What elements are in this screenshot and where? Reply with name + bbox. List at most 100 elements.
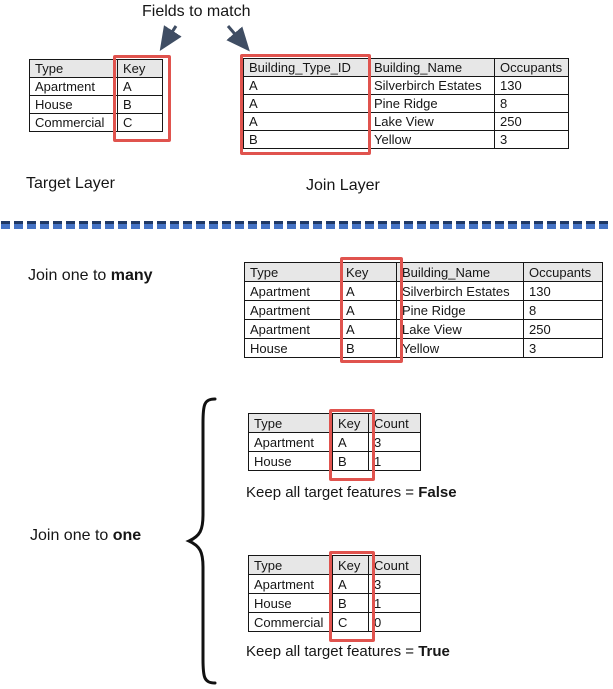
table-cell: 250 — [523, 319, 603, 339]
match-arrows — [159, 25, 250, 52]
table-cell: House — [29, 95, 118, 114]
table-cell: 0 — [368, 612, 421, 632]
arrow-left-icon — [159, 25, 182, 52]
true-case-caption-prefix: Keep all target features = — [246, 643, 419, 660]
column-header: Building_Name — [396, 262, 524, 282]
column-header: Occupants — [494, 58, 569, 77]
table-cell: Lake View — [368, 112, 495, 131]
table-cell: A — [340, 319, 397, 339]
column-header: Key — [340, 262, 397, 282]
table-cell: Silverbirch Estates — [368, 76, 495, 95]
table-cell: Yellow — [368, 130, 495, 149]
table-cell: A — [332, 432, 369, 452]
table-cell: Apartment — [244, 300, 341, 320]
section-divider — [1, 221, 610, 229]
column-header: Key — [332, 413, 369, 433]
table-cell: 3 — [523, 338, 603, 358]
table-cell: Apartment — [244, 319, 341, 339]
table-cell: Pine Ridge — [396, 300, 524, 320]
false-case-caption-prefix: Keep all target features = — [246, 484, 419, 501]
table-cell: A — [340, 300, 397, 320]
join-one-to-one-label-bold: one — [112, 527, 142, 544]
table-cell: 1 — [368, 451, 421, 471]
table-cell: 130 — [523, 281, 603, 301]
target-layer-caption: Target Layer — [26, 175, 115, 192]
join-one-to-many-label-bold: many — [110, 267, 153, 284]
join-one-to-many-label: Join one to many — [28, 267, 153, 285]
table-cell: 250 — [494, 112, 569, 131]
table-cell: B — [117, 95, 163, 114]
table-cell: B — [332, 593, 369, 613]
arrow-right-icon — [226, 25, 250, 52]
column-header: Type — [29, 59, 118, 78]
column-header: Building_Type_ID — [243, 58, 369, 77]
column-header: Type — [248, 413, 333, 433]
column-header: Key — [117, 59, 163, 78]
column-header: Count — [368, 555, 421, 575]
table-cell: B — [340, 338, 397, 358]
table-cell: A — [332, 574, 369, 594]
table-cell: House — [248, 593, 333, 613]
table-cell: 3 — [368, 432, 421, 452]
table-cell: Commercial — [248, 612, 333, 632]
table-cell: C — [332, 612, 369, 632]
table-cell: B — [332, 451, 369, 471]
join-one-to-one-label-prefix: Join one to — [30, 527, 113, 544]
join-one-to-many-label-prefix: Join one to — [28, 267, 111, 284]
false-case-caption: Keep all target features = False — [246, 484, 457, 501]
true-case-caption-bold: True — [418, 643, 450, 660]
table-cell: Yellow — [396, 338, 524, 358]
table-cell: 3 — [368, 574, 421, 594]
table-cell: Apartment — [244, 281, 341, 301]
join-one-to-one-label: Join one to one — [30, 527, 141, 545]
table-cell: Commercial — [29, 113, 118, 132]
column-header: Key — [332, 555, 369, 575]
table-cell: Lake View — [396, 319, 524, 339]
table-cell: Apartment — [248, 432, 333, 452]
table-cell: Apartment — [29, 77, 118, 96]
column-header: Type — [248, 555, 333, 575]
join-layer-caption: Join Layer — [306, 177, 380, 194]
table-cell: 8 — [494, 94, 569, 113]
table-cell: Pine Ridge — [368, 94, 495, 113]
false-case-caption-bold: False — [418, 484, 457, 501]
table-cell: A — [340, 281, 397, 301]
fields-to-match-label: Fields to match — [142, 3, 251, 20]
column-header: Building_Name — [368, 58, 495, 77]
table-cell: C — [117, 113, 163, 132]
table-cell: A — [117, 77, 163, 96]
table-cell: 3 — [494, 130, 569, 149]
table-cell: Apartment — [248, 574, 333, 594]
true-case-caption: Keep all target features = True — [246, 643, 450, 660]
curly-brace-icon — [185, 397, 217, 685]
column-header: Type — [244, 262, 341, 282]
table-cell: Silverbirch Estates — [396, 281, 524, 301]
table-cell: 1 — [368, 593, 421, 613]
column-header: Count — [368, 413, 421, 433]
